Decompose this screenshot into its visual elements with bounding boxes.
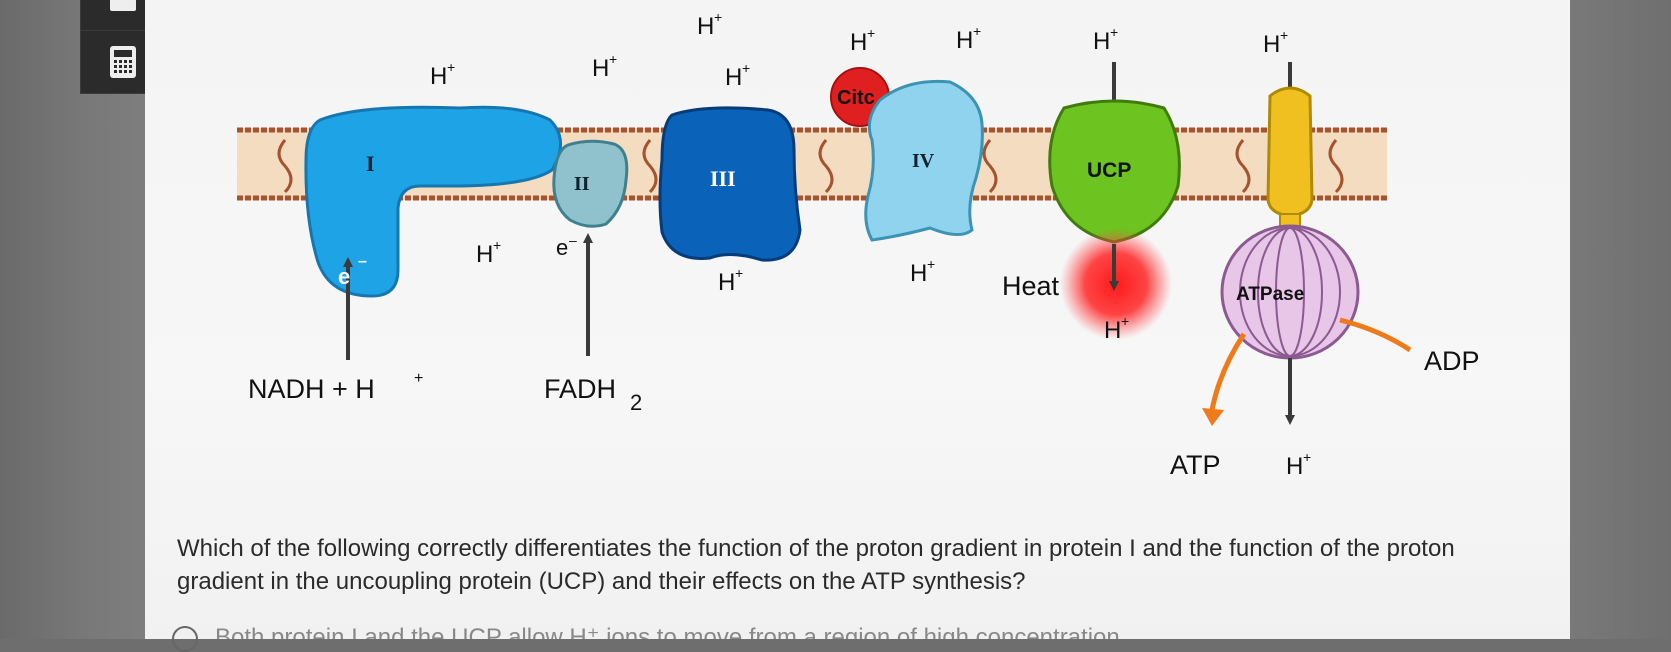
svg-text:+: + xyxy=(414,370,423,387)
svg-text:+: + xyxy=(609,51,617,67)
proton-label-7: H+ xyxy=(1093,24,1118,55)
proton-label-5: H+ xyxy=(850,25,875,56)
svg-text:2: 2 xyxy=(630,390,642,415)
complex-iv-label: IV xyxy=(912,150,935,172)
proton-label-3: H+ xyxy=(697,9,722,40)
atp-label: ATP xyxy=(1170,450,1221,480)
fadh2-label: FADH 2 xyxy=(544,374,642,415)
electron-label-1: e – xyxy=(338,253,367,289)
svg-text:+: + xyxy=(867,25,875,41)
svg-text:–: – xyxy=(569,232,577,248)
nadh-label: NADH + H + xyxy=(248,370,423,404)
proton-label-11: H+ xyxy=(910,256,935,287)
proton-label-6: H+ xyxy=(956,23,981,54)
svg-text:+: + xyxy=(927,256,935,272)
complex-i-label: I xyxy=(366,151,375,176)
svg-text:+: + xyxy=(1110,24,1118,40)
citc-label: Citc xyxy=(837,87,875,109)
atpase-label: ATPase xyxy=(1236,284,1304,305)
adp-label: ADP xyxy=(1424,346,1480,376)
proton-label-12: H+ xyxy=(1104,313,1129,344)
svg-text:H: H xyxy=(476,241,493,268)
keyboard-icon xyxy=(110,0,136,11)
ucp-label: UCP xyxy=(1087,159,1131,182)
svg-text:+: + xyxy=(742,60,750,76)
svg-text:H: H xyxy=(725,64,742,91)
complex-iv xyxy=(864,79,984,242)
right-background xyxy=(1560,0,1671,639)
svg-text:e: e xyxy=(556,235,568,260)
svg-text:H: H xyxy=(910,260,927,287)
svg-text:H: H xyxy=(850,29,867,56)
proton-label-1: H+ xyxy=(430,59,455,90)
proton-label-9: H+ xyxy=(476,237,501,268)
complex-ii-label: II xyxy=(574,173,590,195)
complex-i xyxy=(304,105,562,298)
svg-text:H: H xyxy=(718,269,735,296)
calculator-icon xyxy=(110,46,136,78)
complex-iii-label: III xyxy=(710,166,736,191)
complex-iii xyxy=(658,106,802,262)
uncoupling-protein xyxy=(1048,62,1181,244)
svg-text:H: H xyxy=(430,63,447,90)
electron-label-2: e – xyxy=(556,232,577,260)
proton-label-4: H+ xyxy=(725,60,750,91)
heat-label: Heat xyxy=(1002,271,1060,301)
complex-ii xyxy=(552,139,629,228)
svg-text:+: + xyxy=(493,237,501,253)
svg-text:+: + xyxy=(447,59,455,75)
proton-label-8: H+ xyxy=(1263,27,1288,58)
svg-text:+: + xyxy=(735,265,743,281)
svg-text:+: + xyxy=(973,23,981,39)
proton-label-13: H+ xyxy=(1286,449,1311,480)
svg-text:+: + xyxy=(1303,449,1311,465)
svg-text:e: e xyxy=(338,264,350,289)
svg-text:H: H xyxy=(592,55,609,82)
svg-text:H: H xyxy=(697,13,714,40)
proton-label-2: H+ xyxy=(592,51,617,82)
lipid-molecules xyxy=(277,139,1344,194)
svg-text:H: H xyxy=(1263,31,1280,58)
svg-text:+: + xyxy=(1280,27,1288,43)
answer-option-radio[interactable] xyxy=(172,626,198,652)
atp-synthase xyxy=(1202,62,1412,426)
svg-text:+: + xyxy=(1121,313,1129,329)
svg-text:FADH: FADH xyxy=(544,374,616,404)
svg-text:NADH + H: NADH + H xyxy=(248,374,375,404)
electron-transport-chain-diagram: I II III Citc IV UCP xyxy=(237,9,1480,480)
svg-text:H: H xyxy=(1286,453,1303,480)
svg-text:H: H xyxy=(1104,317,1121,344)
svg-text:H: H xyxy=(1093,28,1110,55)
svg-text:–: – xyxy=(358,253,367,270)
left-background xyxy=(0,0,150,639)
proton-label-10: H+ xyxy=(718,265,743,296)
svg-text:H: H xyxy=(956,27,973,54)
answer-option-text[interactable]: Both protein I and the UCP allow H⁺ ions… xyxy=(215,624,1120,639)
svg-text:+: + xyxy=(714,9,722,25)
question-text: Which of the following correctly differe… xyxy=(177,535,1455,595)
